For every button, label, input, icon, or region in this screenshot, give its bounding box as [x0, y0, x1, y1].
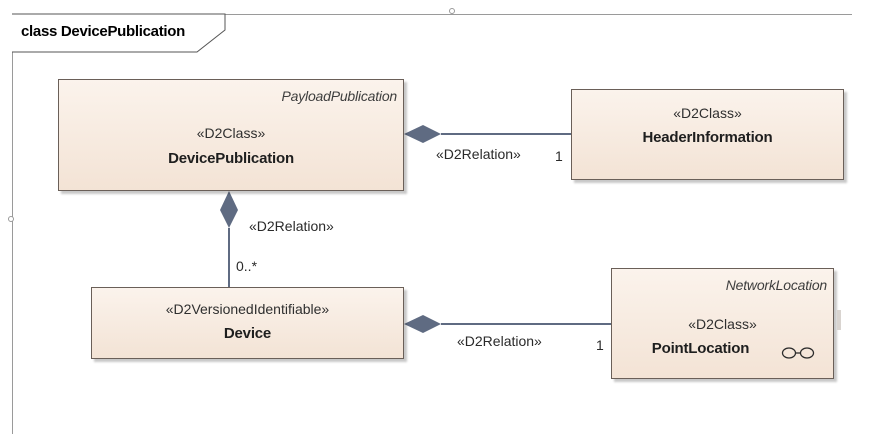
composition-diamond-pub-header [404, 125, 441, 143]
class-name: Device [223, 325, 272, 342]
frame-handle-left [8, 216, 14, 222]
relation-label-pub-device: «D2Relation» [249, 218, 334, 234]
class-header-information[interactable]: «D2Class» HeaderInformation [571, 89, 844, 180]
relation-label-device-point: «D2Relation» [457, 333, 542, 349]
class-name: HeaderInformation [642, 129, 773, 146]
class-tag-payload-publication: PayloadPublication [281, 88, 398, 104]
frame-handle-top [449, 8, 455, 14]
multiplicity-pub-header: 1 [555, 148, 563, 164]
relation-label-pub-header: «D2Relation» [436, 146, 521, 162]
connectors-layer [8, 8, 611, 333]
composite-element-icon [781, 347, 815, 359]
class-tag-network-location: NetworkLocation [725, 277, 827, 293]
class-point-location[interactable]: NetworkLocation «D2Class» PointLocation [611, 268, 834, 379]
frame-title-tab [12, 13, 226, 53]
multiplicity-pub-device: 0..* [236, 258, 258, 274]
resize-handle[interactable] [837, 310, 841, 330]
class-name: DevicePublication [168, 150, 294, 167]
class-device[interactable]: «D2VersionedIdentifiable» Device [91, 287, 404, 359]
class-device-publication[interactable]: PayloadPublication «D2Class» DevicePubli… [58, 79, 404, 191]
diagram-frame [12, 14, 852, 434]
diagram-canvas: class DevicePublication PayloadPublicati… [8, 8, 852, 434]
class-stereotype: «D2Class» [196, 125, 266, 141]
composition-diamond-device-point [404, 315, 441, 333]
class-name: PointLocation [651, 340, 750, 357]
class-stereotype: «D2Class» [673, 105, 742, 121]
multiplicity-device-point: 1 [596, 337, 604, 353]
class-stereotype: «D2VersionedIdentifiable» [165, 301, 330, 317]
frame-title: class DevicePublication [21, 23, 186, 40]
composition-diamond-pub-device [220, 191, 238, 228]
class-stereotype: «D2Class» [688, 316, 757, 332]
